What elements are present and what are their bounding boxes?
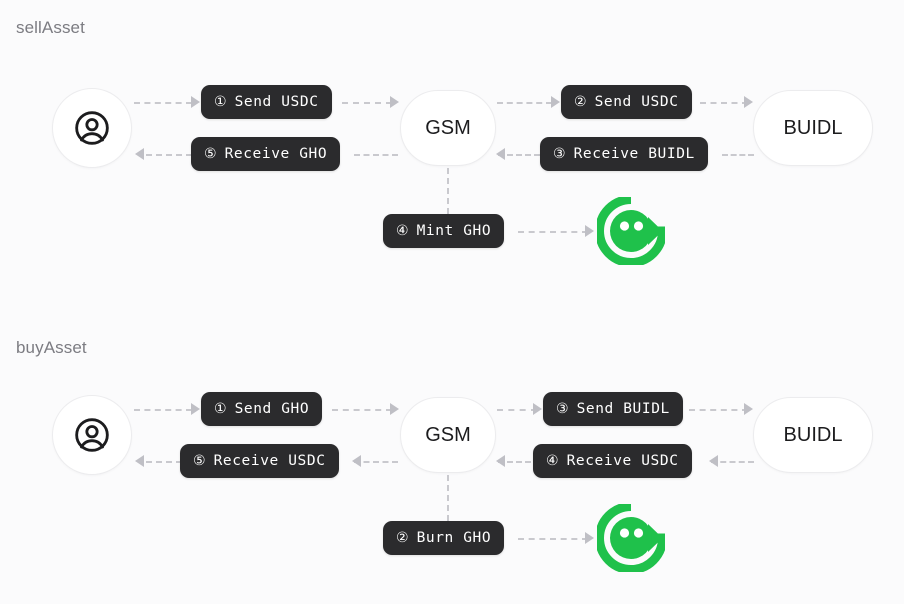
- step-label: Receive USDC: [566, 453, 679, 469]
- step-pill-receive-usdc-2[interactable]: ⑤ Receive USDC: [180, 444, 339, 478]
- user-circle-icon: [75, 111, 109, 145]
- connector-gsm-to-step5: [354, 154, 398, 156]
- step-pill-send-usdc-1[interactable]: ① Send USDC: [201, 85, 332, 119]
- section-title-sell-asset: sellAsset: [16, 18, 85, 37]
- step-pill-receive-buidl[interactable]: ③ Receive BUIDL: [540, 137, 708, 171]
- step-pill-receive-usdc-1[interactable]: ④ Receive USDC: [533, 444, 692, 478]
- arrowhead-right: [191, 96, 200, 108]
- step-number: ①: [214, 93, 227, 110]
- step-number: ②: [574, 93, 587, 110]
- step-label: Receive USDC: [213, 453, 326, 469]
- connector-user-to-step1: [134, 409, 192, 411]
- node-buidl[interactable]: BUIDL: [753, 397, 873, 473]
- step-number: ③: [556, 400, 569, 417]
- step-number: ⑤: [204, 145, 217, 162]
- arrowhead-left: [135, 455, 144, 467]
- step-number: ②: [396, 529, 409, 546]
- step-pill-send-gho[interactable]: ① Send GHO: [201, 392, 323, 426]
- node-buidl-label: BUIDL: [783, 423, 843, 446]
- step-pill-mint-gho[interactable]: ④ Mint GHO: [383, 214, 505, 248]
- step-label: Send USDC: [234, 94, 319, 110]
- section-sell-asset: sellAsset GSM BUIDL: [16, 18, 873, 265]
- connector-gsm-to-step4: [447, 168, 449, 214]
- connector-gsm-to-step3: [497, 409, 537, 411]
- arrowhead-right: [390, 403, 399, 415]
- step-number: ④: [396, 222, 409, 239]
- step-label: Send GHO: [234, 401, 310, 417]
- arrowhead-left: [496, 148, 505, 160]
- arrowhead-right: [585, 532, 594, 544]
- connector-step5-to-user: [146, 461, 192, 463]
- connector-step3-to-buidl: [689, 409, 748, 411]
- connector-user-to-step1: [134, 102, 192, 104]
- arrowhead-left: [135, 148, 144, 160]
- node-buidl-label: BUIDL: [783, 116, 843, 139]
- gho-logo-icon[interactable]: [597, 197, 665, 265]
- step-number: ⑤: [193, 452, 206, 469]
- connector-step2-to-buidl: [700, 102, 748, 104]
- arrowhead-right: [551, 96, 560, 108]
- step-pill-send-usdc-2[interactable]: ② Send USDC: [561, 85, 692, 119]
- connector-gsm-to-step2: [447, 475, 449, 521]
- section-title-buy-asset: buyAsset: [16, 338, 87, 357]
- arrowhead-right: [390, 96, 399, 108]
- section-buy-asset: buyAsset GSM BUIDL: [0, 311, 904, 604]
- node-gsm-label: GSM: [425, 116, 471, 139]
- connector-gsm-to-step5: [354, 461, 398, 463]
- step-pill-receive-gho[interactable]: ⑤ Receive GHO: [191, 137, 341, 171]
- user-circle-icon: [75, 418, 109, 452]
- step-pill-burn-gho[interactable]: ② Burn GHO: [383, 521, 505, 555]
- arrowhead-right: [585, 225, 594, 237]
- arrowhead-left: [709, 455, 718, 467]
- step-number: ①: [214, 400, 227, 417]
- arrowhead-right: [744, 403, 753, 415]
- arrowhead-left: [496, 455, 505, 467]
- step-number: ④: [546, 452, 559, 469]
- step-label: Send BUIDL: [576, 401, 670, 417]
- connector-buidl-to-step3: [722, 154, 754, 156]
- node-gsm[interactable]: GSM: [400, 90, 496, 166]
- connector-step2-to-gho: [518, 538, 588, 540]
- node-gsm[interactable]: GSM: [400, 397, 496, 473]
- step-label: Burn GHO: [416, 530, 492, 546]
- connector-buidl-to-step4: [711, 461, 754, 463]
- gho-logo-icon[interactable]: [597, 504, 665, 572]
- connector-step3-to-gsm: [498, 154, 540, 156]
- connector-gsm-to-step2: [497, 102, 552, 104]
- step-pill-send-buidl[interactable]: ③ Send BUIDL: [543, 392, 683, 426]
- node-user[interactable]: [52, 88, 132, 168]
- node-gsm-label: GSM: [425, 423, 471, 446]
- step-label: Receive BUIDL: [573, 146, 695, 162]
- connector-step1-to-gsm: [342, 102, 392, 104]
- node-user[interactable]: [52, 395, 132, 475]
- connector-step5-to-user: [146, 154, 192, 156]
- arrowhead-right: [191, 403, 200, 415]
- step-label: Receive GHO: [224, 146, 328, 162]
- arrowhead-left: [352, 455, 361, 467]
- connector-step4-to-gsm: [498, 461, 540, 463]
- step-number: ③: [553, 145, 566, 162]
- step-label: Send USDC: [594, 94, 679, 110]
- arrowhead-right: [744, 96, 753, 108]
- connector-step1-to-gsm: [332, 409, 392, 411]
- node-buidl[interactable]: BUIDL: [753, 90, 873, 166]
- step-label: Mint GHO: [416, 223, 492, 239]
- connector-step4-to-gho: [518, 231, 588, 233]
- arrowhead-right: [533, 403, 542, 415]
